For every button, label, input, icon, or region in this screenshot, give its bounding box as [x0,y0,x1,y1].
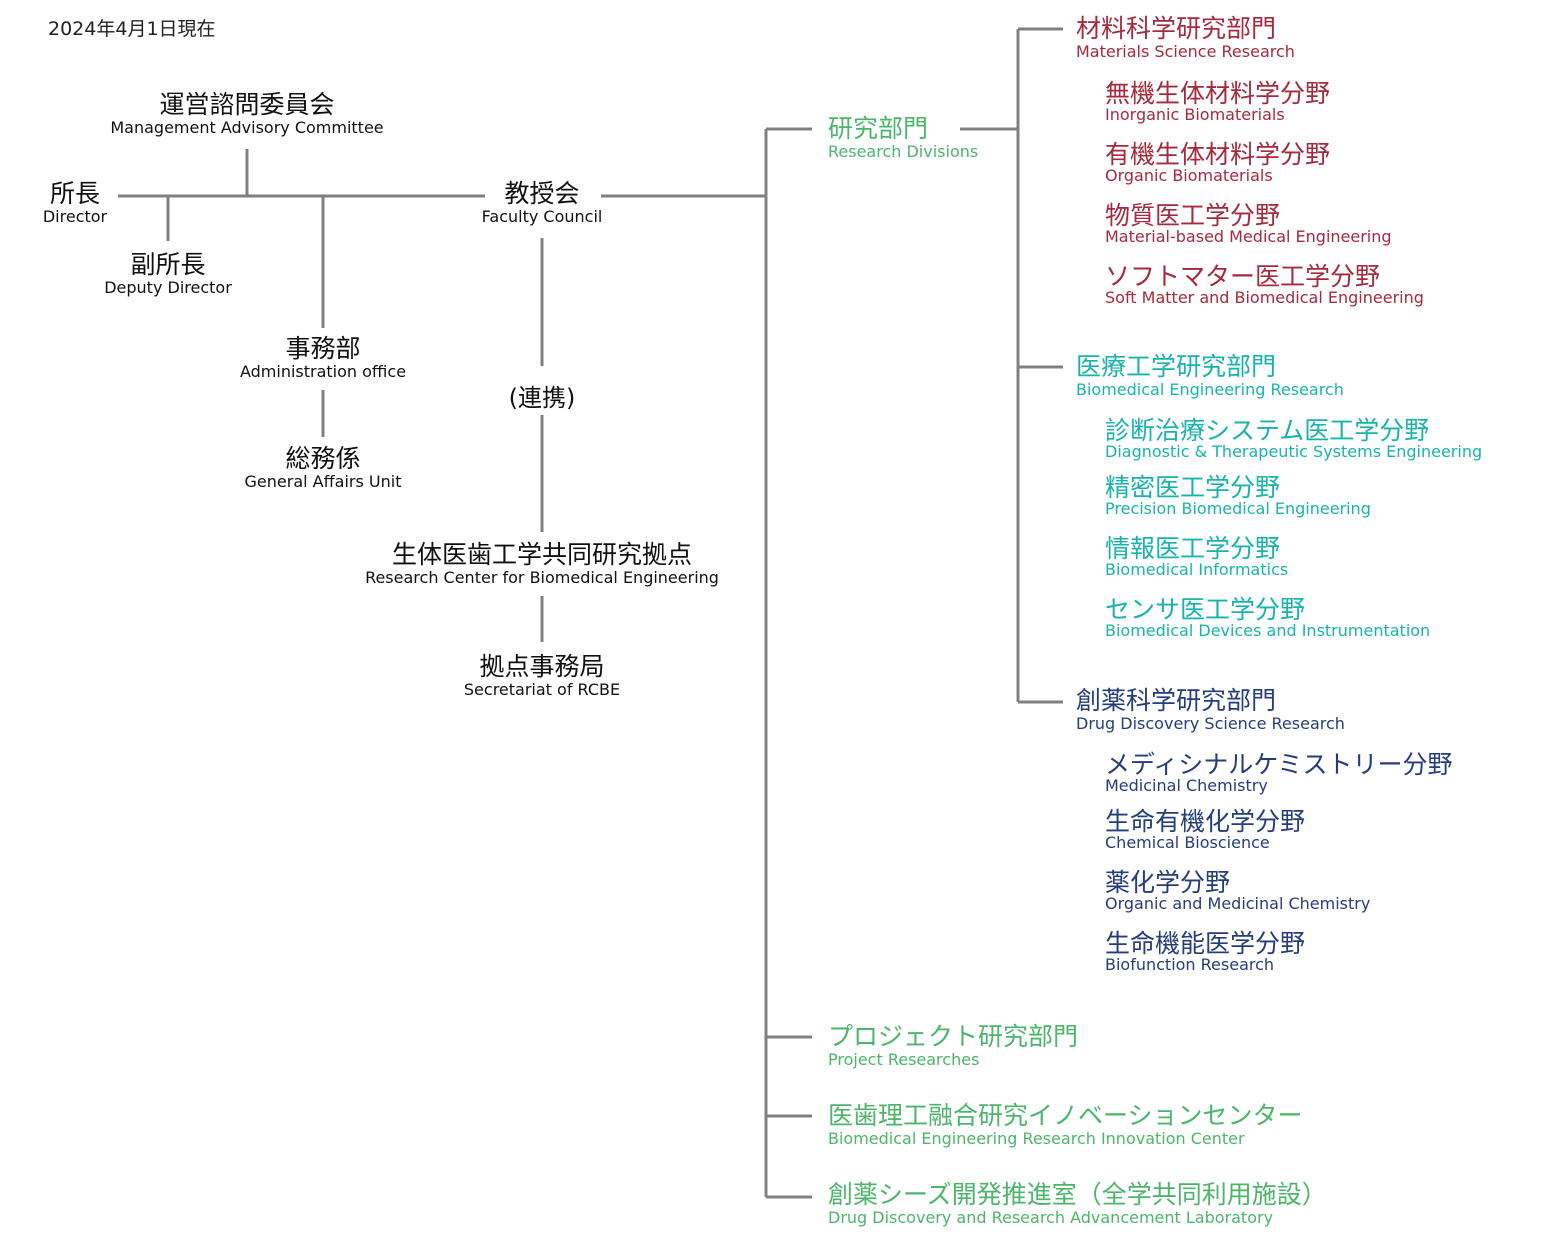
field-en: Biomedical Informatics [1105,560,1289,579]
field-en: Chemical Bioscience [1105,833,1270,852]
division-biomedical-engineering: 医療工学研究部門 Biomedical Engineering Research [1076,354,1344,398]
node-administration-office: 事務部 Administration office [240,336,406,380]
field-ja: 精密医工学分野 [1105,473,1281,502]
field-item: 物質医工学分野 Material-based Medical Engineeri… [1105,203,1392,245]
field-ja: 診断治療システム医工学分野 [1105,416,1430,445]
unit-drug-discovery-lab: 創薬シーズ開発推進室（全学共同利用施設） Drug Discovery and … [828,1182,1327,1226]
node-en: Secretariat of RCBE [463,680,621,699]
node-secretariat: 拠点事務局 Secretariat of RCBE [464,654,620,698]
unit-en: Biomedical Engineering Research Innovati… [828,1129,1245,1148]
node-en: Research Divisions [828,142,979,161]
node-en: Management Advisory Committee [110,118,384,137]
division-drug-discovery: 創薬科学研究部門 Drug Discovery Science Research [1076,688,1345,732]
field-en: Medicinal Chemistry [1105,776,1268,795]
unit-en: Project Researches [828,1050,980,1069]
field-item: 生命機能医学分野 Biofunction Research [1105,931,1305,973]
unit-en: Drug Discovery and Research Advancement … [828,1208,1274,1227]
field-ja: 情報医工学分野 [1105,534,1281,563]
field-ja: 物質医工学分野 [1105,201,1281,230]
node-faculty-council: 教授会 Faculty Council [482,181,603,225]
field-item: 無機生体材料学分野 Inorganic Biomaterials [1105,81,1330,123]
division-ja: 材料科学研究部門 [1076,14,1277,43]
field-en: Organic Biomaterials [1105,166,1273,185]
field-en: Biofunction Research [1105,955,1275,974]
node-ja: 副所長 [130,250,206,279]
field-ja: 薬化学分野 [1105,868,1231,897]
field-item: 診断治療システム医工学分野 Diagnostic & Therapeutic S… [1105,418,1482,460]
node-ja: 研究部門 [828,114,929,143]
unit-ja: 医歯理工融合研究イノベーションセンター [828,1101,1303,1130]
node-rcbe: 生体医歯工学共同研究拠点 Research Center for Biomedi… [365,542,719,586]
field-ja: ソフトマター医工学分野 [1105,262,1381,291]
node-en: Research Center for Biomedical Engineeri… [365,568,719,587]
node-en: Deputy Director [104,278,232,297]
division-en: Materials Science Research [1076,42,1295,61]
field-ja: 有機生体材料学分野 [1105,140,1331,169]
field-item: 薬化学分野 Organic and Medicinal Chemistry [1105,870,1370,912]
node-ja: 運営諮問委員会 [159,90,335,119]
node-en: General Affairs Unit [244,472,402,491]
field-en: Diagnostic & Therapeutic Systems Enginee… [1105,442,1483,461]
date-label: 2024年4月1日現在 [48,18,216,40]
node-en: Administration office [239,362,407,381]
field-en: Inorganic Biomaterials [1105,105,1285,124]
field-item: メディシナルケミストリー分野 Medicinal Chemistry [1105,752,1453,794]
field-en: Biomedical Devices and Instrumentation [1105,621,1431,640]
node-en: Faculty Council [481,207,603,226]
field-ja: センサ医工学分野 [1105,595,1306,624]
field-en: Organic and Medicinal Chemistry [1105,894,1371,913]
field-ja: 生命機能医学分野 [1105,929,1306,958]
node-ja: 拠点事務局 [479,652,605,681]
node-research-divisions: 研究部門 Research Divisions [828,116,978,160]
field-item: ソフトマター医工学分野 Soft Matter and Biomedical E… [1105,264,1424,306]
field-ja: 生命有機化学分野 [1105,807,1306,836]
division-ja: 医療工学研究部門 [1076,352,1277,381]
node-en: Director [42,207,108,226]
node-ja: 生体医歯工学共同研究拠点 [391,540,692,569]
unit-project-researches: プロジェクト研究部門 Project Researches [828,1024,1078,1068]
field-ja: 無機生体材料学分野 [1105,79,1331,108]
unit-ja: 創薬シーズ開発推進室（全学共同利用施設） [828,1180,1327,1209]
node-ja: 教授会 [504,179,580,208]
field-en: Material-based Medical Engineering [1105,227,1392,246]
node-advisory-committee: 運営諮問委員会 Management Advisory Committee [110,92,383,136]
unit-innovation-center: 医歯理工融合研究イノベーションセンター Biomedical Engineeri… [828,1103,1303,1147]
field-item: センサ医工学分野 Biomedical Devices and Instrume… [1105,597,1430,639]
unit-ja: プロジェクト研究部門 [828,1022,1079,1051]
field-en: Soft Matter and Biomedical Engineering [1105,288,1424,307]
node-deputy-director: 副所長 Deputy Director [104,252,232,296]
node-director: 所長 Director [43,181,107,225]
division-en: Biomedical Engineering Research [1076,380,1344,399]
field-ja: メディシナルケミストリー分野 [1105,750,1453,779]
node-ja: 所長 [49,179,100,208]
node-ja: 総務係 [285,444,361,473]
field-item: 情報医工学分野 Biomedical Informatics [1105,536,1288,578]
field-item: 精密医工学分野 Precision Biomedical Engineering [1105,475,1371,517]
division-materials-science: 材料科学研究部門 Materials Science Research [1076,16,1295,60]
division-ja: 創薬科学研究部門 [1076,686,1277,715]
division-en: Drug Discovery Science Research [1076,714,1345,733]
field-item: 有機生体材料学分野 Organic Biomaterials [1105,142,1330,184]
field-en: Precision Biomedical Engineering [1105,499,1371,518]
cooperation-label: (連携) [508,384,576,412]
node-general-affairs: 総務係 General Affairs Unit [245,446,402,490]
node-ja: 事務部 [285,334,361,363]
field-item: 生命有機化学分野 Chemical Bioscience [1105,809,1305,851]
